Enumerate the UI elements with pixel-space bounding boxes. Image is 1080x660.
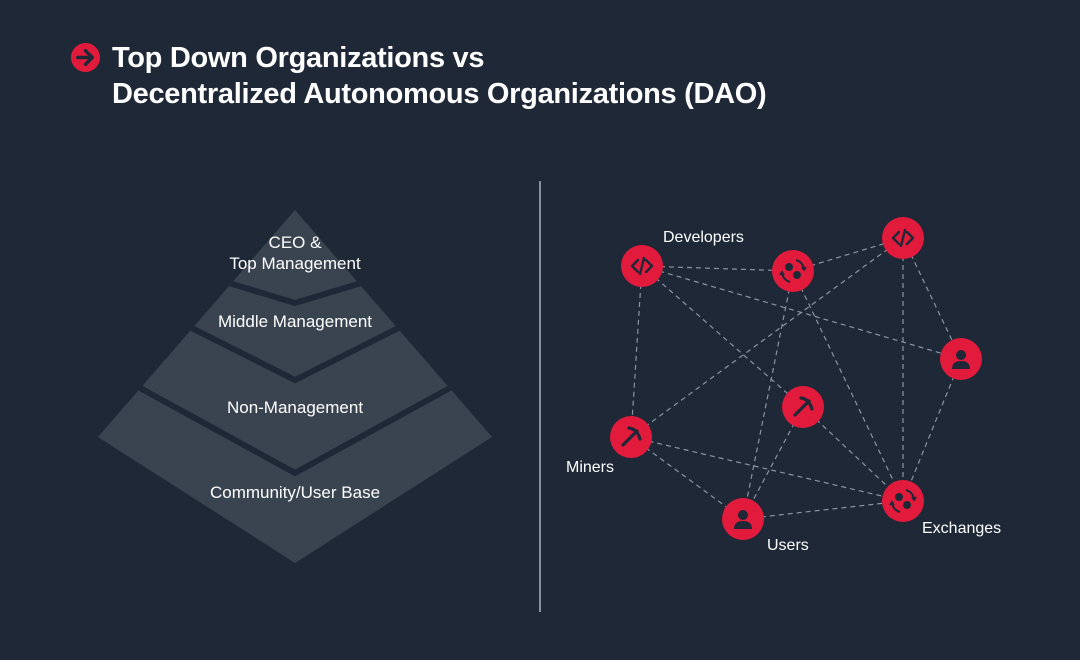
pyramid-level-ceo: CEO & Top Management — [229, 233, 361, 273]
exchange-icon — [889, 489, 917, 513]
node-circle — [882, 480, 924, 522]
user-icon — [734, 510, 752, 529]
pyramid-level-non-management: Non-Management — [226, 398, 364, 417]
pyramid-level-community: Community/User Base — [209, 483, 381, 502]
arrow-right-circle-icon — [70, 42, 101, 73]
pickaxe-icon — [621, 426, 642, 447]
edge-exch1-exch2 — [792, 270, 904, 502]
edge-dev1-user1 — [641, 265, 962, 360]
pyramid-level-middle: Middle Management — [217, 312, 373, 331]
code-icon — [891, 228, 915, 248]
code-icon — [630, 256, 654, 276]
pyramid-shape — [98, 210, 492, 563]
edge-user2-exch2 — [742, 500, 904, 520]
label-exchanges: Exchanges — [922, 520, 1002, 537]
edge-miner1-exch2 — [630, 436, 904, 502]
node-miner1 — [610, 416, 652, 458]
edge-user1-exch2 — [902, 358, 962, 502]
node-user2 — [722, 498, 764, 540]
node-user1 — [940, 338, 982, 380]
exchange-icon — [779, 259, 807, 283]
pyramid-divider — [98, 352, 492, 477]
node-miner2 — [782, 386, 824, 428]
node-dev1 — [621, 245, 663, 287]
edge-miner2-user2 — [742, 406, 804, 520]
edge-dev2-user1 — [902, 237, 962, 360]
edge-dev1-miner2 — [641, 265, 804, 408]
page-title: Top Down Organizations vs Decentralized … — [112, 42, 767, 110]
network-edges — [630, 237, 962, 520]
node-exch1 — [772, 250, 814, 292]
label-developers: Developers — [663, 229, 744, 246]
node-circle — [772, 250, 814, 292]
edge-dev2-miner1 — [630, 237, 904, 438]
divider — [539, 181, 541, 612]
pickaxe-icon — [793, 396, 814, 417]
edge-dev1-miner1 — [630, 265, 643, 438]
user-icon — [952, 350, 970, 369]
label-users: Users — [767, 537, 809, 554]
network-nodes — [610, 217, 982, 540]
edge-miner2-exch2 — [802, 406, 904, 502]
label-miners: Miners — [566, 459, 615, 476]
node-exch2 — [882, 480, 924, 522]
edge-exch1-user2 — [742, 270, 794, 520]
node-dev2 — [882, 217, 924, 259]
edge-dev1-exch1 — [641, 265, 794, 272]
